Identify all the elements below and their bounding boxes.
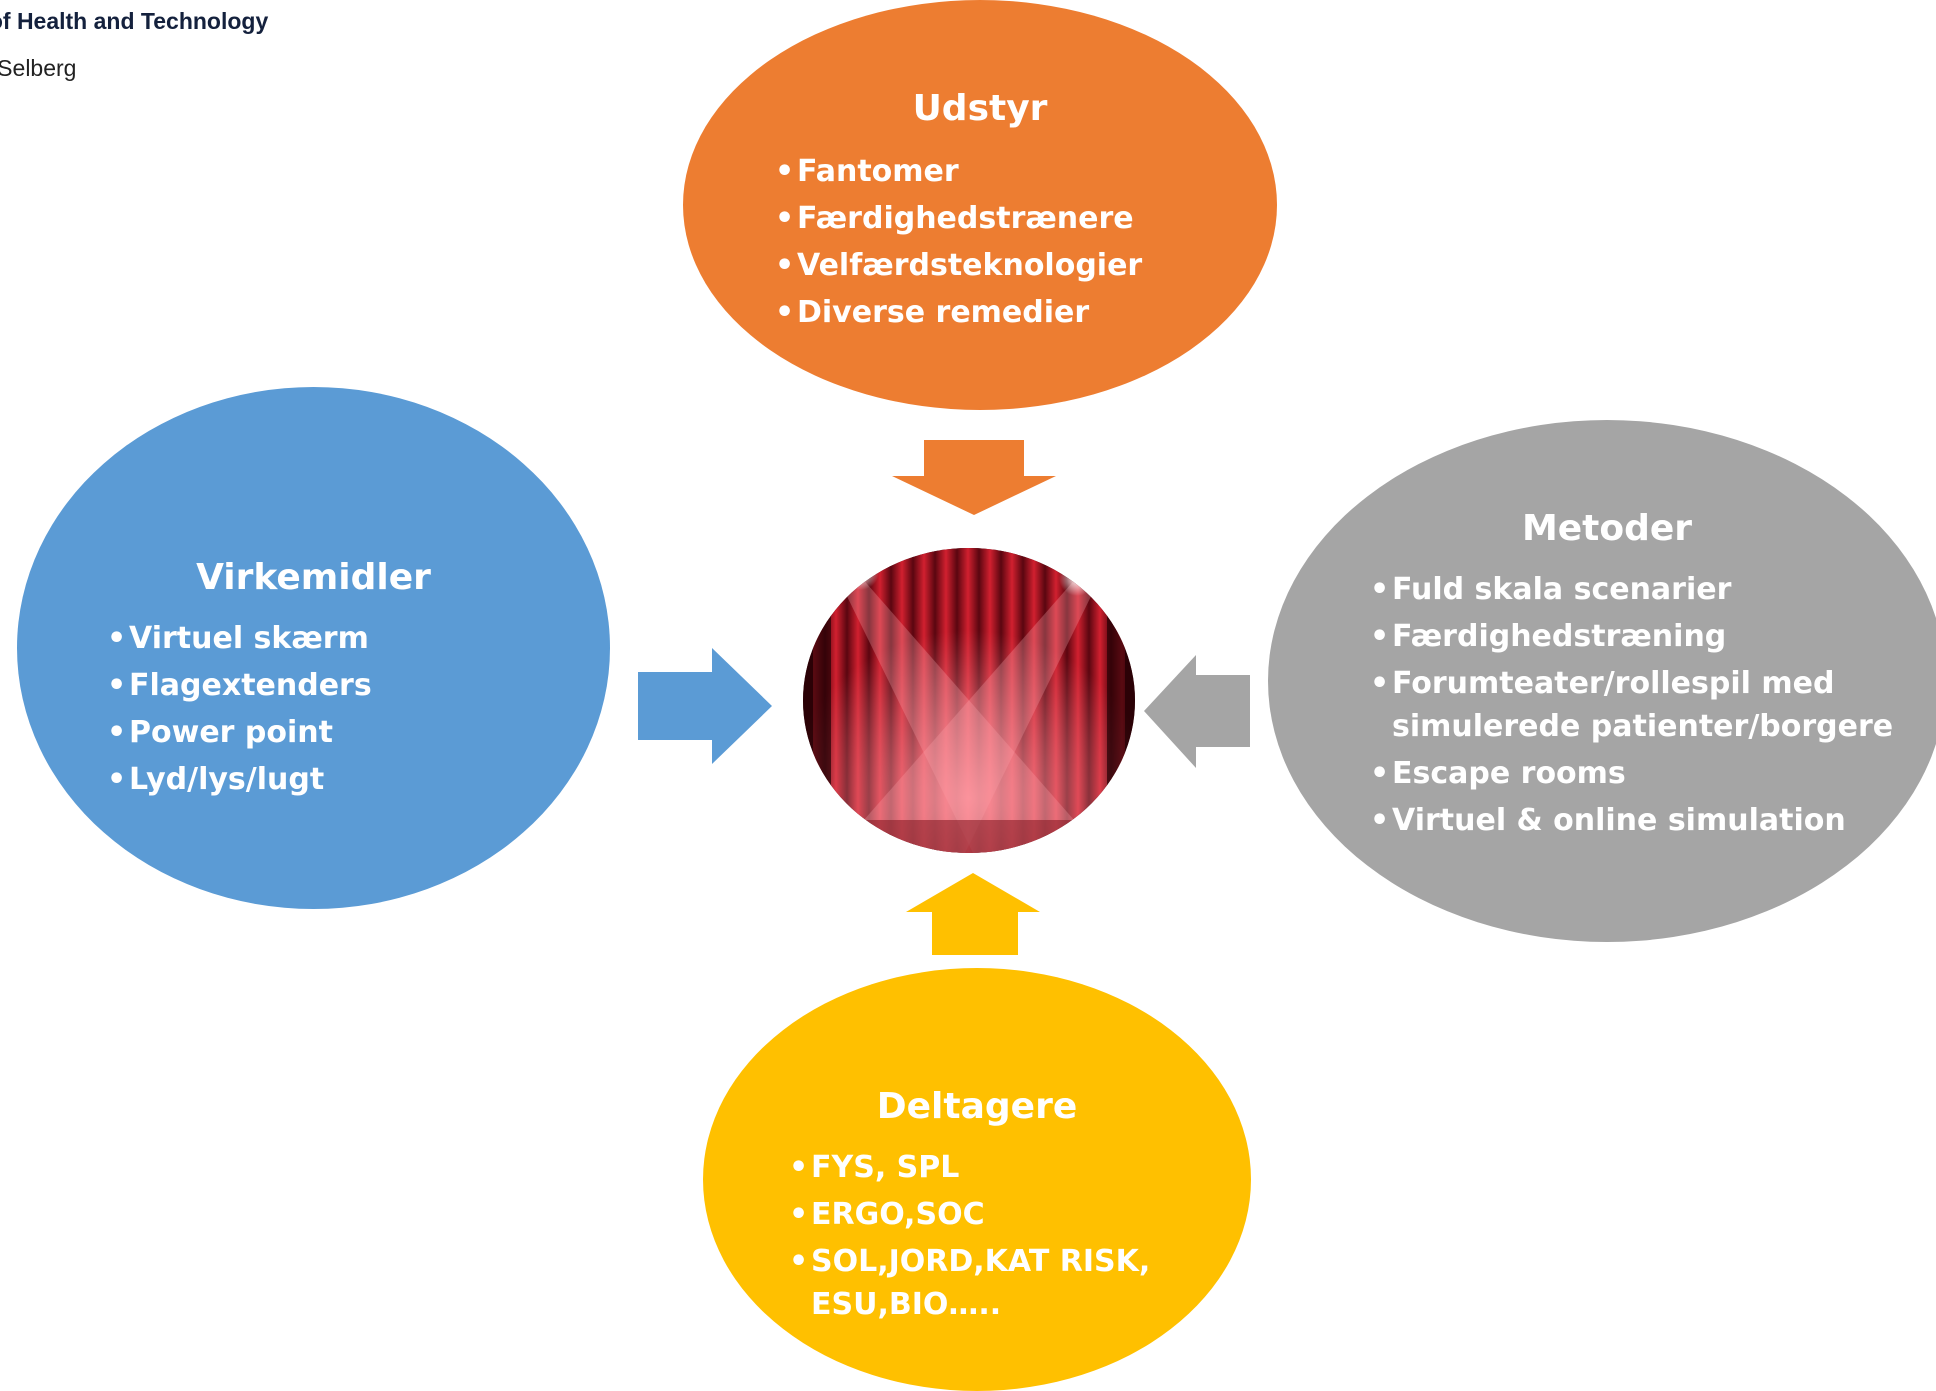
arrow-down-orange [892, 440, 1056, 515]
list-item: Forumteater/rollespil med simulerede pat… [1370, 662, 1930, 748]
bubble-udstyr-title: Udstyr [912, 88, 1048, 129]
bubble-virkemidler-title: Virkemidler [196, 557, 431, 598]
bubble-deltagere-list: FYS, SPL ERGO,SOC SOL,JORD,KAT RISK, ESU… [789, 1146, 1229, 1330]
bubble-udstyr: Udstyr Fantomer Færdighedstrænere Velfær… [683, 0, 1277, 410]
list-item: Flagextenders [107, 662, 372, 709]
stage-curtain-image [803, 548, 1135, 853]
header-faculty: ty of Health and Technology [0, 8, 269, 34]
list-item: Escape rooms [1370, 752, 1930, 795]
list-item: Fuld skala scenarier [1370, 568, 1930, 611]
list-item: Fantomer [775, 148, 1142, 195]
bubble-deltagere-title: Deltagere [876, 1086, 1078, 1127]
arrow-left-gray [1144, 655, 1250, 768]
list-item: ERGO,SOC [789, 1193, 1229, 1236]
arrow-right-blue [638, 648, 772, 764]
bubble-virkemidler: Virkemidler Virtuel skærm Flagextenders … [17, 387, 610, 909]
bubble-metoder-title: Metoder [1521, 508, 1693, 549]
list-item: SOL,JORD,KAT RISK, ESU,BIO….. [789, 1240, 1229, 1326]
list-item: Færdighedstræning [1370, 615, 1930, 658]
list-item: Færdighedstrænere [775, 195, 1142, 242]
list-item: FYS, SPL [789, 1146, 1229, 1189]
list-item: Diverse remedier [775, 289, 1142, 336]
list-item: Lyd/lys/lugt [107, 756, 372, 803]
list-item: Power point [107, 709, 372, 756]
bubble-deltagere: Deltagere FYS, SPL ERGO,SOC SOL,JORD,KAT… [703, 968, 1251, 1391]
list-item: Virtuel skærm [107, 615, 372, 662]
header-author: e Selberg [0, 55, 77, 81]
list-item: Virtuel & online simulation [1370, 799, 1930, 842]
arrow-up-yellow [906, 873, 1040, 955]
bubble-metoder-list: Fuld skala scenarier Færdighedstræning F… [1370, 568, 1930, 846]
bubble-udstyr-list: Fantomer Færdighedstrænere Velfærdstekno… [775, 148, 1142, 336]
list-item: Velfærdsteknologier [775, 242, 1142, 289]
bubble-virkemidler-list: Virtuel skærm Flagextenders Power point … [107, 615, 372, 803]
bubble-metoder: Metoder Fuld skala scenarier Færdighedst… [1268, 420, 1936, 942]
